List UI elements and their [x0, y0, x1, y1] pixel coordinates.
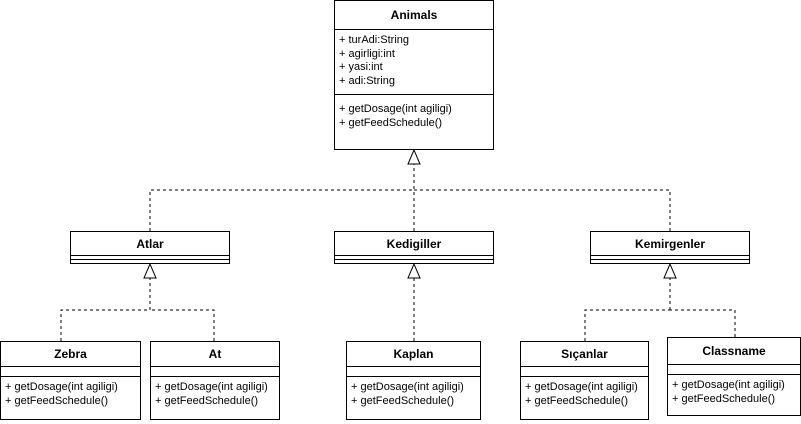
- edge-atlar-animals: [149, 189, 414, 231]
- edge-classname-kemirgenler: [670, 309, 736, 337]
- attributes-section: [71, 255, 229, 259]
- attributes-section: [151, 366, 279, 376]
- methods-section: + getDosage(int agiligi) + getFeedSchedu…: [347, 376, 480, 408]
- methods-section: + getDosage(int agiligi) + getFeedSchedu…: [1, 376, 140, 408]
- edge-zebra-atlar: [60, 309, 150, 341]
- generalization-arrowhead-kemirgenler: [663, 262, 677, 279]
- generalization-arrowhead-atlar: [143, 262, 157, 279]
- class-kedigiller[interactable]: Kedigiller: [334, 231, 494, 264]
- class-sicanlar[interactable]: Sıçanlar + getDosage(int agiligi) + getF…: [520, 341, 649, 420]
- method: + getFeedSchedule(): [339, 116, 443, 129]
- class-name: Atlar: [136, 236, 164, 251]
- method: + getFeedSchedule(): [672, 392, 776, 405]
- attributes-section: [521, 366, 648, 376]
- method: + getFeedSchedule(): [351, 394, 455, 407]
- attribute: + yasi:int: [339, 61, 383, 73]
- method: + getFeedSchedule(): [5, 394, 109, 407]
- methods-section: + getDosage(int agiligi) + getFeedSchedu…: [668, 374, 800, 406]
- attributes-section: [668, 364, 800, 374]
- method: + getDosage(int agiligi): [155, 381, 268, 393]
- generalization-arrowhead-animals: [407, 148, 421, 165]
- method: + getFeedSchedule(): [525, 394, 629, 407]
- methods-section: [71, 259, 229, 260]
- attribute: + agirligi:int: [339, 47, 395, 60]
- attribute: + turAdi:String: [339, 34, 410, 46]
- methods-section: + getDosage(int agiligi) + getFeedSchedu…: [335, 94, 493, 130]
- methods-section: [335, 259, 493, 260]
- generalization-arrowhead-kedigiller: [407, 262, 421, 279]
- method: + getDosage(int agiligi): [672, 379, 785, 391]
- attribute: + adi:String: [339, 74, 395, 87]
- edge-kemirgenler-animals: [414, 189, 671, 231]
- attributes-section: [591, 255, 749, 259]
- class-name: Kaplan: [393, 347, 434, 361]
- class-kemirgenler[interactable]: Kemirgenler: [590, 231, 750, 264]
- methods-section: [591, 259, 749, 260]
- class-atlar[interactable]: Atlar: [70, 231, 230, 264]
- edge-at-atlar: [150, 309, 215, 341]
- edge-sicanlar-kemirgenler: [584, 309, 670, 341]
- class-name: Kedigiller: [386, 236, 442, 251]
- class-zebra[interactable]: Zebra + getDosage(int agiligi) + getFeed…: [0, 341, 141, 420]
- class-animals[interactable]: Animals + turAdi:String + agirligi:int +…: [334, 0, 494, 150]
- attributes-section: [347, 366, 480, 376]
- method: + getDosage(int agiligi): [525, 381, 638, 393]
- class-name: Zebra: [54, 347, 87, 361]
- class-kaplan[interactable]: Kaplan + getDosage(int agiligi) + getFee…: [346, 341, 481, 420]
- method: + getFeedSchedule(): [155, 394, 259, 407]
- class-name: Animals: [390, 8, 438, 22]
- methods-section: + getDosage(int agiligi) + getFeedSchedu…: [151, 376, 279, 408]
- class-name: Kemirgenler: [634, 236, 706, 251]
- attributes-section: [1, 366, 140, 376]
- method: + getDosage(int agiligi): [339, 103, 452, 115]
- method: + getDosage(int agiligi): [5, 381, 118, 393]
- attributes-section: [335, 255, 493, 259]
- class-at[interactable]: At + getDosage(int agiligi) + getFeedSch…: [150, 341, 280, 420]
- class-name: Sıçanlar: [561, 347, 608, 361]
- class-name: Classname: [702, 344, 766, 358]
- class-classname[interactable]: Classname + getDosage(int agiligi) + get…: [667, 337, 801, 416]
- attributes-section: + turAdi:String + agirligi:int + yasi:in…: [335, 29, 493, 94]
- methods-section: + getDosage(int agiligi) + getFeedSchedu…: [521, 376, 648, 408]
- method: + getDosage(int agiligi): [351, 381, 464, 393]
- class-name: At: [208, 347, 222, 361]
